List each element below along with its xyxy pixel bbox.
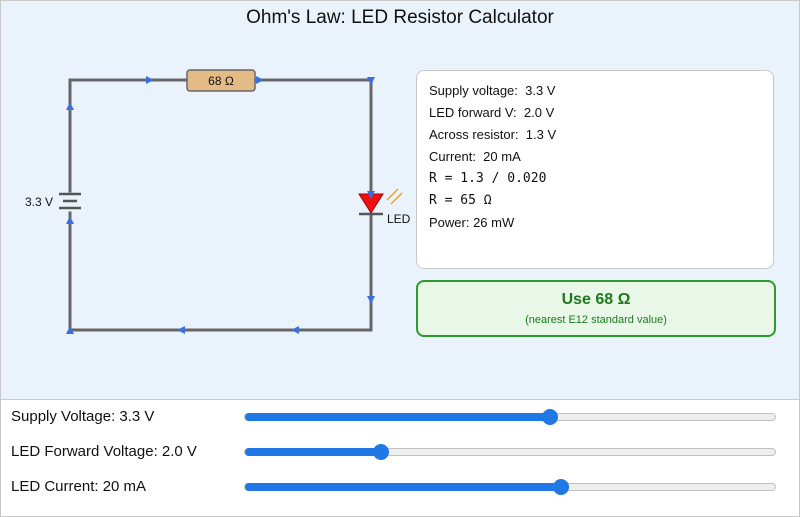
simulation-panel: Ohm's Law: LED Resistor Calculator 68 Ω — [1, 1, 799, 400]
result-box: Use 68 Ω (nearest E12 standard value) — [416, 280, 776, 337]
current-arrow-icon — [367, 77, 375, 85]
led-current-label: LED Current: 20 mA — [11, 478, 147, 495]
led-forward-voltage-slider[interactable] — [244, 444, 776, 460]
across-resistor-text: Across resistor: 1.3 V — [429, 127, 557, 142]
resistor-label: 68 Ω — [208, 74, 234, 88]
led-current-control: LED Current: 20 mA — [11, 475, 791, 499]
page-title: Ohm's Law: LED Resistor Calculator — [246, 7, 554, 28]
result-note: (nearest E12 standard value) — [525, 314, 667, 326]
led-current-slider[interactable] — [244, 479, 776, 495]
calculation-panel: Supply voltage: 3.3 V LED forward V: 2.0… — [416, 70, 774, 269]
led-label: LED — [387, 212, 411, 226]
current-arrow-icon — [66, 216, 74, 224]
current-arrow-icon — [146, 76, 154, 84]
led-forward-voltage-control: LED Forward Voltage: 2.0 V — [11, 440, 791, 464]
current-arrow-icon — [367, 191, 375, 199]
slider-fill — [245, 483, 562, 491]
supply-voltage-label: Supply Voltage: 3.3 V — [11, 408, 155, 425]
current-arrow-icon — [66, 326, 74, 334]
supply-voltage-text: Supply voltage: 3.3 V — [429, 83, 556, 98]
led-forward-text: LED forward V: 2.0 V — [429, 105, 555, 120]
slider-fill — [245, 413, 550, 421]
result-value: Use 68 Ω — [561, 291, 631, 308]
current-arrow-icon — [66, 102, 74, 110]
supply-voltage-control: Supply Voltage: 3.3 V — [11, 405, 791, 429]
slider-thumb[interactable] — [373, 444, 390, 460]
controls-panel: Supply Voltage: 3.3 V LED Forward Voltag… — [1, 400, 799, 516]
current-arrow-icon — [177, 326, 185, 334]
formula-line-1: R = 1.3 / 0.020 — [429, 171, 547, 186]
slider-fill — [245, 448, 382, 456]
led-forward-voltage-label: LED Forward Voltage: 2.0 V — [11, 443, 197, 460]
led-icon — [358, 188, 403, 216]
supply-voltage-slider[interactable] — [244, 409, 776, 425]
battery-icon — [59, 192, 81, 210]
current-arrow-icon — [367, 296, 375, 304]
circuit-diagram: 68 Ω 3.3 V LED — [25, 69, 411, 334]
slider-thumb[interactable] — [541, 409, 558, 425]
current-arrow-icon — [291, 326, 299, 334]
battery-label: 3.3 V — [25, 195, 53, 209]
formula-line-2: R = 65 Ω — [429, 193, 492, 208]
current-arrow-icon — [256, 76, 264, 84]
current-text: Current: 20 mA — [429, 149, 521, 164]
power-text: Power: 26 mW — [429, 215, 515, 230]
resistor — [186, 69, 256, 92]
slider-thumb[interactable] — [553, 479, 570, 495]
